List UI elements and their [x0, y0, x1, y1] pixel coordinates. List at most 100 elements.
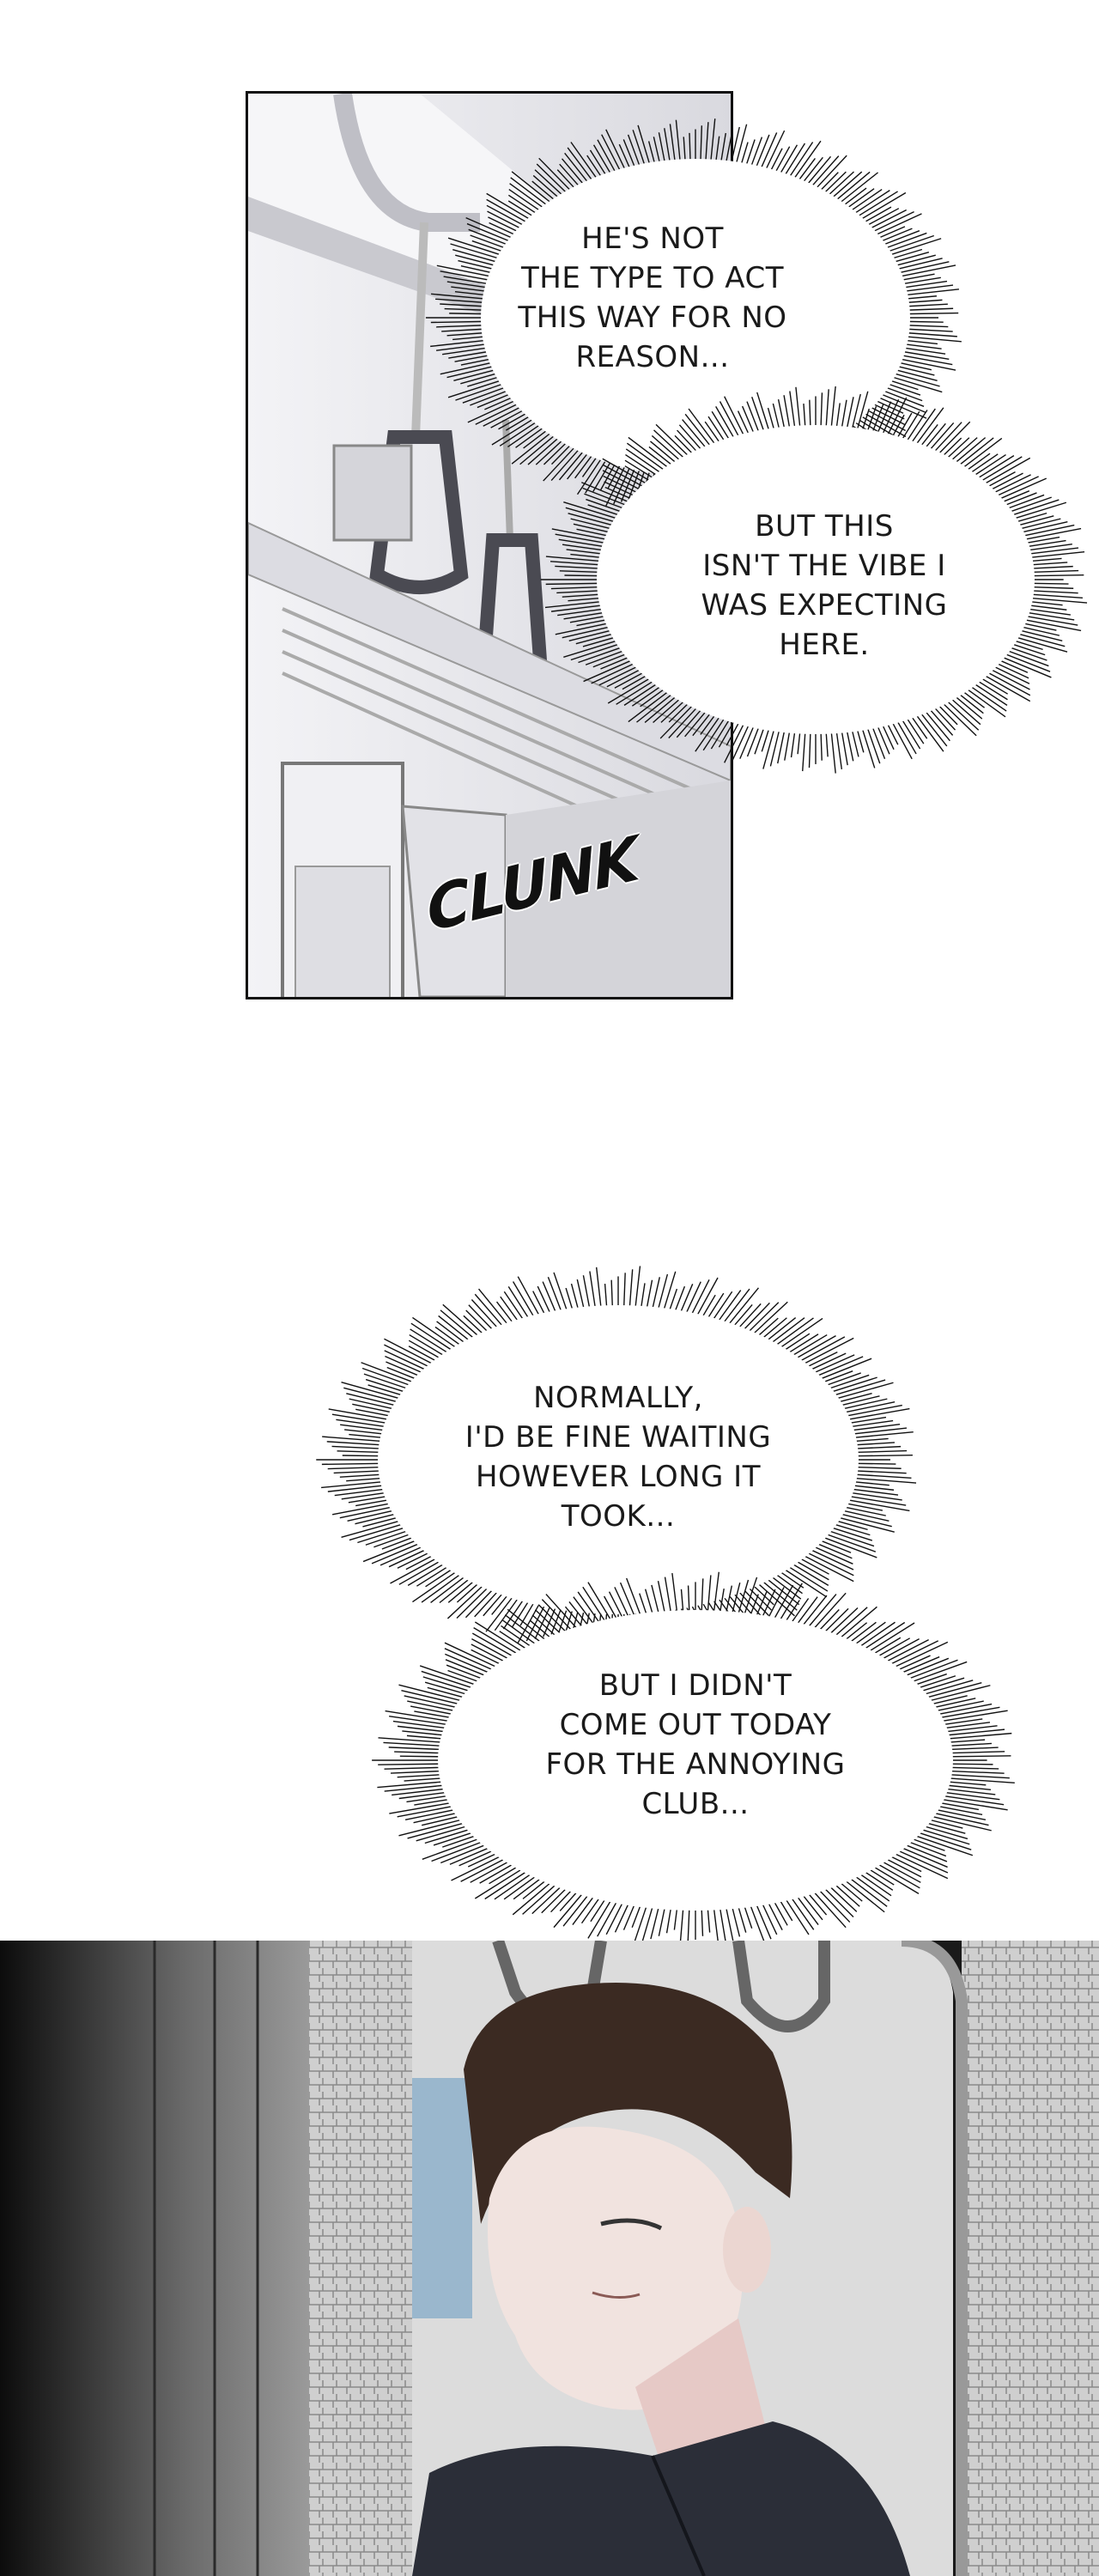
bubble-spike	[1029, 590, 1078, 594]
bubble-spike	[1014, 512, 1047, 524]
bubble-spike	[901, 718, 921, 750]
bubble-spike	[585, 649, 626, 665]
bubble-spike	[1024, 539, 1066, 548]
bubble-spike	[737, 1579, 750, 1616]
bubble-spike	[496, 1301, 514, 1325]
bubble-spike	[675, 119, 681, 163]
bubble-spike	[650, 1905, 660, 1940]
bubble-spike	[577, 1591, 601, 1625]
bubble-spike	[988, 472, 1023, 491]
bubble-spike	[658, 1906, 666, 1936]
bubble-spike	[333, 1470, 384, 1474]
bubble-spike	[644, 1589, 654, 1616]
bubble-spike	[1010, 499, 1060, 517]
bubble-spike	[1010, 642, 1046, 656]
bubble-spike	[446, 331, 487, 337]
bubble-spike	[507, 1608, 548, 1642]
bubble-spike	[551, 443, 573, 465]
bubble-spike	[503, 1874, 538, 1900]
bubble-spike	[778, 1570, 805, 1589]
bubble-spike	[507, 1285, 531, 1320]
bubble-spike	[679, 1284, 694, 1315]
bubble-spike	[909, 1661, 968, 1684]
bubble-spike	[755, 1591, 768, 1618]
bubble-spike	[905, 328, 953, 332]
bubble-spike	[397, 1551, 432, 1569]
bubble-spike	[899, 1846, 948, 1868]
bubble-spike	[587, 504, 622, 517]
bubble-spike	[731, 1583, 741, 1615]
bubble-spike	[904, 336, 962, 343]
bubble-spike	[853, 1449, 908, 1454]
bubble-spike	[586, 498, 624, 513]
bubble-spike	[566, 549, 604, 555]
bubble-spike	[568, 1601, 590, 1627]
bubble-spike	[586, 155, 604, 179]
bubble-spike	[943, 1725, 998, 1733]
bubble-spike	[755, 134, 770, 169]
bubble-spike	[737, 410, 750, 436]
bubble-spike	[838, 1606, 877, 1640]
bubble-spike	[940, 1718, 983, 1726]
bubble-spike	[399, 1755, 444, 1758]
bubble-spike	[390, 1770, 444, 1774]
bubble-spike	[466, 222, 513, 243]
bubble-spike	[777, 398, 786, 430]
bubble-spike	[576, 1279, 586, 1310]
bubble-spike	[947, 1763, 993, 1765]
bubble-spike	[1017, 518, 1061, 531]
bubble-spike	[589, 1271, 597, 1309]
bubble-spike	[931, 1812, 989, 1826]
bubble-spike	[444, 307, 486, 311]
bubble-spike	[761, 1317, 787, 1340]
bubble-spike	[926, 1818, 963, 1829]
bubble-spike	[440, 1843, 489, 1864]
bubble-spike	[532, 174, 561, 199]
bubble-spike	[624, 465, 653, 483]
bubble-spike	[890, 248, 923, 260]
bubble-spike	[906, 1840, 947, 1857]
bubble-spike	[953, 437, 987, 465]
bubble-spike	[1028, 551, 1085, 559]
bubble-spike	[890, 414, 905, 439]
bubble-spike	[1029, 597, 1088, 604]
bubble-spike	[378, 1737, 446, 1744]
bubble-spike	[876, 724, 890, 755]
bubble-spike	[398, 1684, 464, 1703]
bubble-spike	[653, 697, 682, 724]
bubble-spike	[597, 139, 617, 174]
bubble-spike	[589, 149, 608, 177]
bubble-spike	[483, 1591, 505, 1617]
bubble-spike	[774, 146, 791, 174]
bubble-spike	[587, 1899, 613, 1939]
bubble-spike	[1016, 515, 1054, 527]
bubble-spike	[919, 711, 948, 747]
bubble-spike	[871, 725, 886, 759]
bubble-spike	[326, 1441, 384, 1446]
bubble-spike	[494, 1596, 519, 1631]
bubble-spike	[899, 273, 935, 282]
bubble-spike	[562, 625, 612, 639]
bubble-spike	[849, 1424, 901, 1431]
bubble-spike	[465, 1309, 490, 1334]
bubble-spike	[622, 1903, 636, 1930]
bubble-spike	[468, 228, 510, 246]
bubble-spike	[410, 1705, 456, 1716]
bubble-spike	[1005, 649, 1049, 667]
bubble-spike	[972, 682, 1008, 706]
bubble-spike	[888, 1640, 939, 1667]
bubble-spike	[871, 210, 914, 234]
bubble-spike	[668, 706, 699, 738]
bubble-spike	[904, 295, 937, 300]
bubble-spike	[707, 416, 726, 443]
bubble-spike	[940, 1795, 1005, 1806]
bubble-spike	[673, 1906, 678, 1930]
bubble-spike	[947, 1747, 999, 1751]
bubble-spike	[881, 230, 920, 246]
bubble-spike	[404, 1808, 458, 1821]
bubble-spike	[947, 1770, 1005, 1774]
bubble-spike	[658, 132, 666, 164]
bubble-spike	[846, 729, 854, 762]
bubble-spike	[695, 1277, 719, 1317]
bubble-spike	[348, 1495, 390, 1504]
